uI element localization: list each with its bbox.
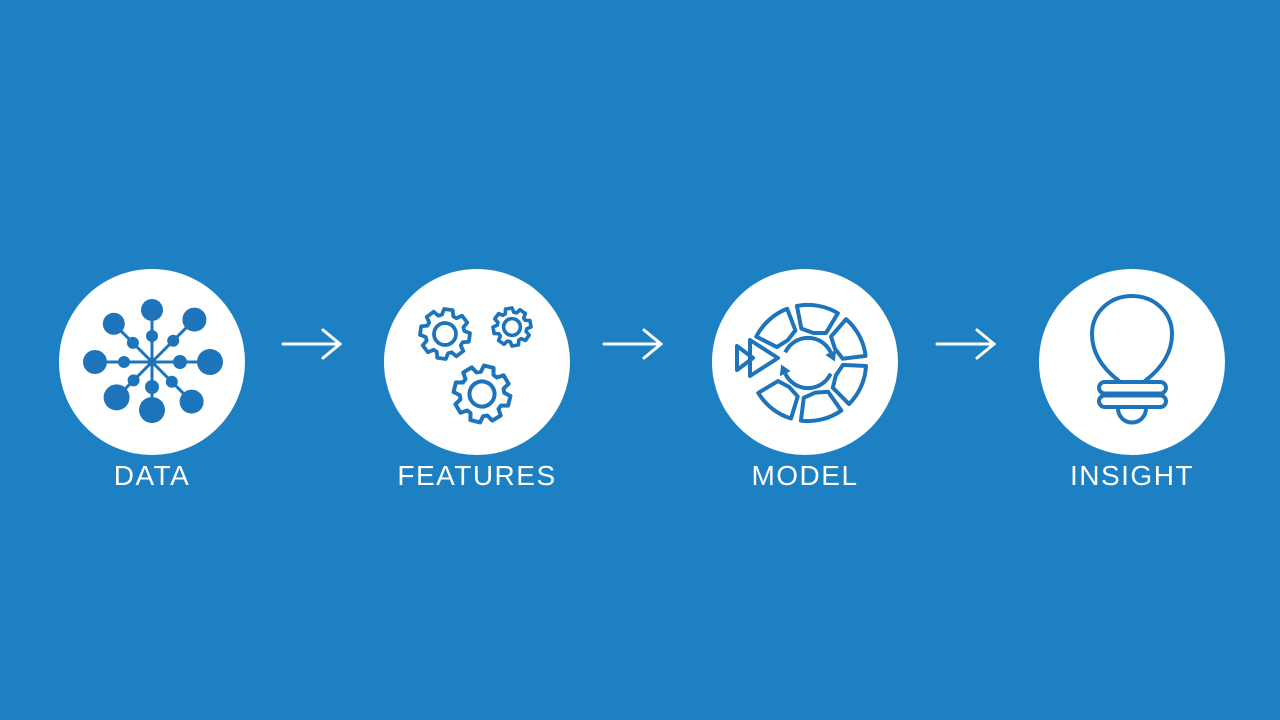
step-circle-model bbox=[712, 269, 898, 455]
step-label-model: MODEL bbox=[751, 460, 859, 491]
step-label-data: DATA bbox=[113, 460, 191, 491]
step-label-features: FEATURES bbox=[397, 460, 557, 491]
gears-icon bbox=[416, 305, 534, 429]
flow-arrow-2 bbox=[602, 328, 664, 360]
flow-arrow-3 bbox=[935, 328, 997, 360]
step-label-insight: INSIGHT bbox=[1069, 460, 1195, 491]
step-circle-data bbox=[59, 269, 245, 455]
step-circle-features bbox=[384, 269, 570, 455]
flow-arrow-1 bbox=[281, 328, 343, 360]
step-circle-insight bbox=[1039, 269, 1225, 455]
lightbulb-icon bbox=[1090, 294, 1174, 425]
data-network-icon bbox=[83, 299, 223, 423]
model-iteration-icon bbox=[735, 300, 872, 427]
